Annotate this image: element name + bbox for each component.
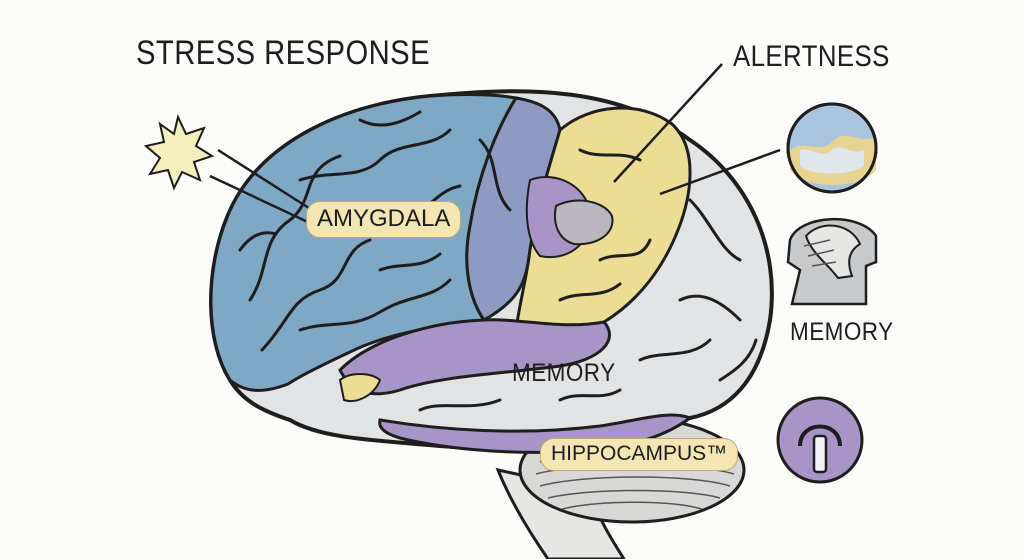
memory-side-label: MEMORY xyxy=(790,318,894,346)
memory-center-label: MEMORY xyxy=(512,359,616,387)
amygdala-label: AMYGDALA xyxy=(306,201,462,238)
head-profile-icon xyxy=(786,217,878,306)
hippocampus-label: HIPPOCAMPUS™ xyxy=(540,438,739,471)
temporal-lobe xyxy=(338,318,611,396)
alertness-label: ALERTNESS xyxy=(733,40,890,73)
gray-core xyxy=(554,199,614,246)
page-title: STRESS RESPONSE xyxy=(136,34,431,72)
gyri-lines xyxy=(238,110,758,412)
wave-circle-icon xyxy=(786,102,878,194)
connector-lines xyxy=(209,63,781,226)
starburst-icon xyxy=(143,113,215,191)
yellow-accent xyxy=(338,373,382,402)
purple-circle-icon xyxy=(776,396,864,484)
